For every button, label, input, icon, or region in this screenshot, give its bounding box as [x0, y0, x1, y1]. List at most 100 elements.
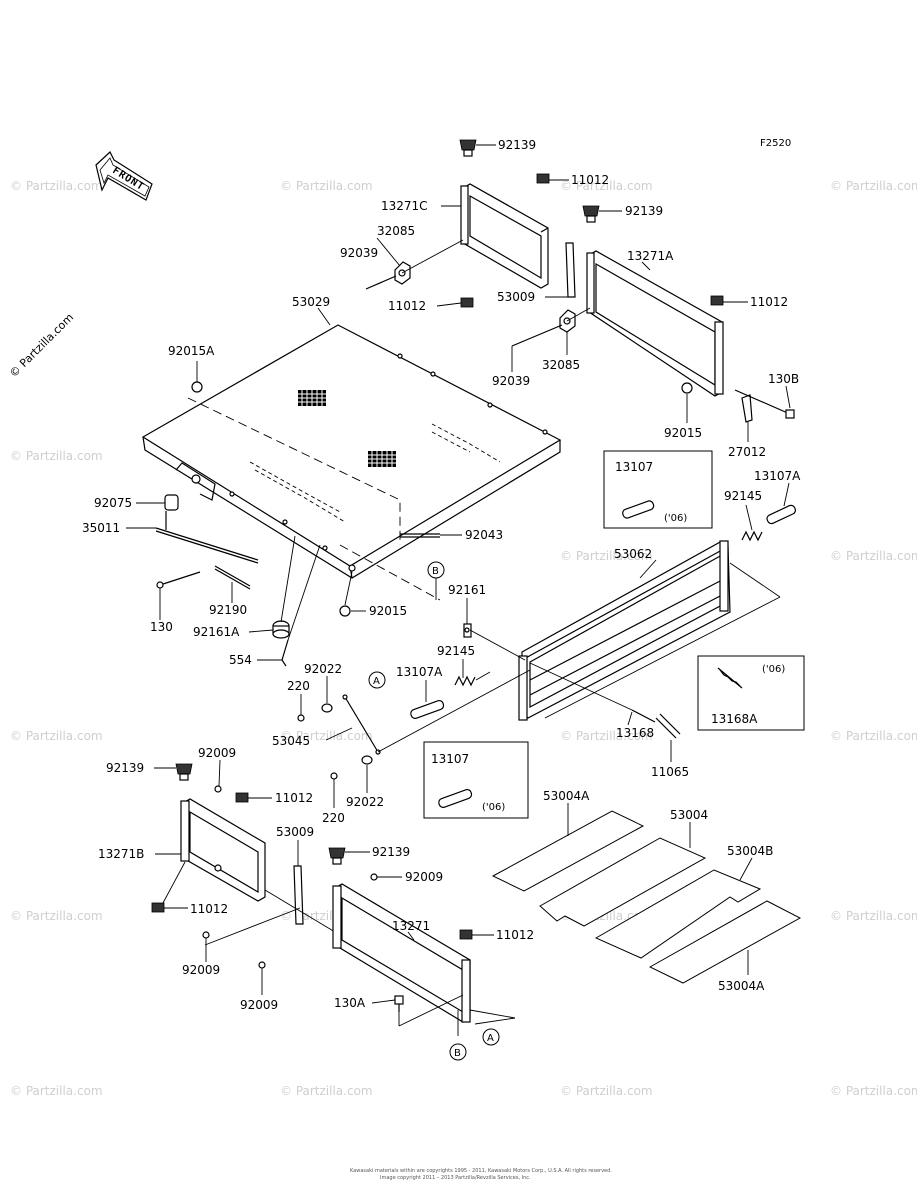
watermark: © Partzilla.com — [10, 179, 103, 193]
copyright-line: Image copyright 2011 – 2013 Partzilla/Re… — [380, 1175, 531, 1181]
part-label: 11012 — [388, 299, 426, 313]
cushion-icon — [164, 494, 179, 511]
front-arrow-icon: FRONT — [95, 151, 153, 201]
cap-icon — [459, 139, 477, 157]
svg-text:B: B — [432, 566, 439, 577]
copyright-line: Kawasaki materials within are copyrights… — [350, 1168, 612, 1174]
svg-text:B: B — [454, 1048, 461, 1059]
floor-sheet-53004 — [539, 837, 707, 927]
part-label: 53062 — [614, 547, 652, 561]
bolt-icon — [159, 571, 201, 586]
part-label: 92145 — [437, 644, 475, 658]
cap-icon — [582, 205, 600, 223]
strip-53009 — [565, 242, 576, 298]
watermark: © Partzilla.com — [10, 909, 103, 923]
inset-box-13107-2: ('06) — [423, 741, 529, 819]
callout-b: B — [449, 1043, 467, 1061]
part-label: 53004A — [718, 979, 765, 993]
part-label: 11012 — [571, 173, 609, 187]
watermark: © Partzilla.com — [560, 1084, 653, 1098]
pin-icon — [631, 709, 656, 723]
bracket-icon — [463, 623, 472, 638]
inset-box-13168a: ('06) — [697, 655, 805, 731]
watermark: © Partzilla.com — [830, 909, 917, 923]
part-label: 13107 — [431, 752, 469, 766]
part-label: 11012 — [750, 295, 788, 309]
block-icon — [459, 929, 473, 940]
part-label: 13271B — [98, 847, 144, 861]
part-label: 92139 — [106, 761, 144, 775]
watermark: © Partzilla.com — [830, 729, 917, 743]
leader-lines — [126, 144, 791, 1004]
part-label: 27012 — [728, 445, 766, 459]
strip-53009 — [293, 865, 304, 925]
part-label: 35011 — [82, 521, 120, 535]
part-label: 13168 — [616, 726, 654, 740]
part-label: 13168A — [711, 712, 758, 726]
bolt-icon — [734, 389, 791, 415]
nut-icon — [191, 381, 203, 393]
part-label: 32085 — [542, 358, 580, 372]
cushion-icon — [272, 620, 290, 639]
screw-icon — [330, 772, 338, 780]
block-icon — [235, 792, 249, 803]
screw-icon — [297, 714, 305, 722]
part-label: 220 — [322, 811, 345, 825]
pin-icon — [410, 699, 445, 719]
part-label: 130A — [334, 996, 366, 1010]
part-label: 92009 — [405, 870, 443, 884]
spring-icon — [454, 675, 476, 687]
watermark: © Partzilla.com — [280, 1084, 373, 1098]
screw-icon — [370, 873, 378, 881]
part-label: 92009 — [182, 963, 220, 977]
part-label: 53029 — [292, 295, 330, 309]
cover-icon — [655, 713, 681, 739]
watermark: © Partzilla.com — [10, 1084, 103, 1098]
part-label: 130 — [150, 620, 173, 634]
mesh-plate — [368, 451, 396, 467]
part-label: 92161A — [193, 625, 240, 639]
inset-box-13107: ('06) — [603, 450, 713, 529]
pin-icon — [766, 504, 796, 525]
part-label: 92015 — [664, 426, 702, 440]
watermark: © Partzilla.com — [280, 729, 373, 743]
cargo-bed-53029 — [141, 324, 562, 601]
part-label: 92139 — [625, 204, 663, 218]
part-label: 92009 — [198, 746, 236, 760]
diagram-code: F2520 — [760, 138, 791, 149]
cap-icon — [175, 763, 193, 781]
svg-text:A: A — [487, 1033, 494, 1044]
watermark: © Partzilla.com — [10, 729, 103, 743]
callout-b: B — [427, 561, 445, 600]
part-label: 13271A — [627, 249, 674, 263]
part-label: 11012 — [190, 902, 228, 916]
part-label: 32085 — [377, 224, 415, 238]
callout-a: A — [368, 671, 386, 689]
spring-icon — [741, 530, 763, 542]
cable-53045 — [344, 696, 379, 753]
watermark: © Partzilla.com — [830, 549, 917, 563]
part-label: 92015 — [369, 604, 407, 618]
block-icon — [536, 173, 550, 184]
part-label: 130B — [768, 372, 799, 386]
watermark: © Partzilla.com — [280, 179, 373, 193]
watermark: © Partzilla.com — [830, 1084, 917, 1098]
part-label: 92039 — [492, 374, 530, 388]
watermark: © Partzilla.com — [10, 449, 103, 463]
watermark-rotated: © Partzilla.com — [7, 311, 76, 380]
year-note: ('06) — [762, 664, 785, 675]
svg-text:A: A — [373, 676, 380, 687]
side-gate-13271 — [332, 883, 471, 1023]
part-label: 554 — [229, 653, 252, 667]
part-label: 220 — [287, 679, 310, 693]
part-label: 11012 — [496, 928, 534, 942]
floor-sheets — [491, 810, 802, 984]
year-note: ('06) — [482, 802, 505, 813]
cable-icon — [281, 639, 289, 667]
part-label: 92139 — [372, 845, 410, 859]
latch-icon — [741, 394, 753, 423]
callout-a: A — [482, 1028, 500, 1046]
part-label: 92039 — [340, 246, 378, 260]
rod-icon — [155, 511, 259, 564]
